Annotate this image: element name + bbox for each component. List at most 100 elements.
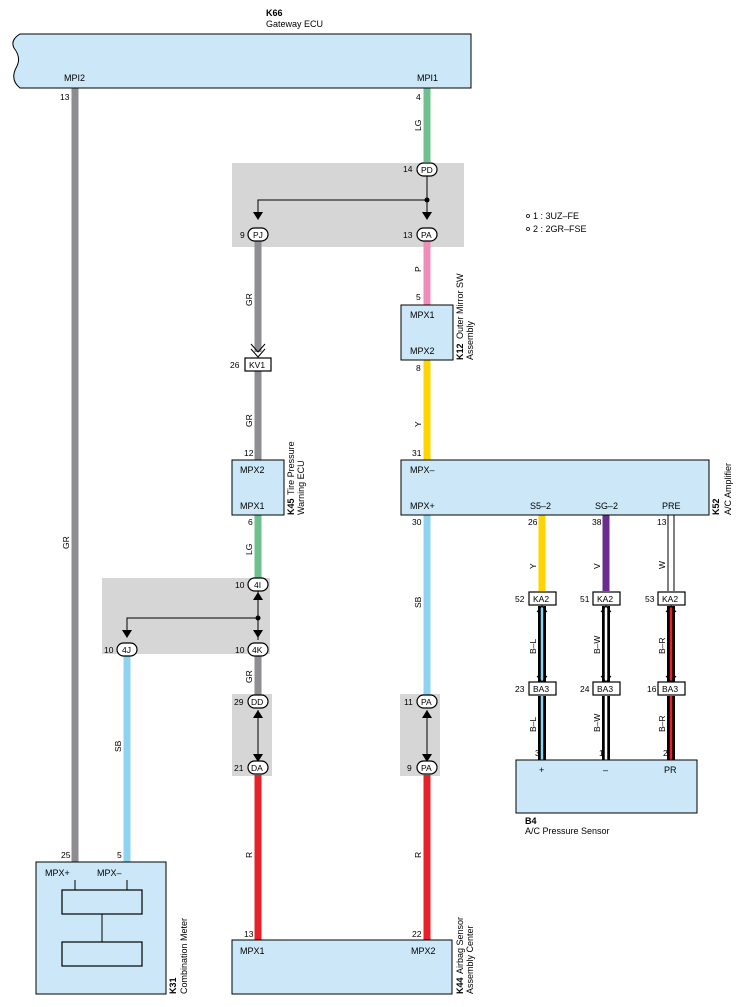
- ba3-label-2: BA3: [597, 684, 613, 694]
- mirror-pin-top: MPX1: [410, 310, 435, 320]
- tire-pressure-warning-ecu: 12 MPX2 MPX1 6 K45 Tire Pressure Warning…: [231, 441, 306, 527]
- ac-num-s52: 26: [528, 517, 538, 527]
- connector-pd: 14 PD: [403, 162, 438, 177]
- wc-gr-b: GR: [244, 414, 254, 427]
- ac-name: A/C Amplifier: [723, 463, 733, 515]
- gateway-ecu: K66 Gateway ECU MPI2 MPI1 13 4: [12, 8, 472, 102]
- junction-pa-pair-lines: [422, 710, 432, 762]
- wc-y-s52: Y: [528, 563, 538, 569]
- meter-pin-minus: MPX–: [97, 868, 122, 878]
- tpw-num-top: 12: [244, 448, 254, 458]
- meter-name: Combination Meter: [179, 918, 189, 994]
- ka2-label-2: KA2: [597, 594, 613, 604]
- ac-pin-mpxp: MPX+: [410, 501, 435, 511]
- junction-mid-lines: [122, 590, 263, 640]
- ka2-label-1: KA2: [533, 594, 549, 604]
- mirror-name-1: Outer Mirror SW: [455, 273, 465, 339]
- gateway-id: K66: [266, 8, 283, 18]
- ac-pressure-sensor: 3 1 2 + – PR B4 A/C Pressure Sensor: [515, 748, 698, 836]
- airbag-num-2: 22: [412, 929, 422, 939]
- kv1-chevron-icon: [250, 343, 266, 358]
- tpw-pin-bottom: MPX1: [240, 501, 265, 511]
- dd-num: 29: [234, 697, 244, 707]
- meter-module-upper: [61, 889, 143, 915]
- ac-num-top: 31: [412, 448, 422, 458]
- wc-bl-b: B–L: [528, 717, 538, 732]
- sensor-num-pr: 2: [663, 748, 668, 758]
- pd-num: 14: [403, 164, 413, 174]
- pa-lower-num: 9: [407, 763, 412, 773]
- tpw-num-bottom: 6: [248, 517, 253, 527]
- ac-pin-sg2: SG–2: [595, 501, 618, 511]
- airbag-pin-1: MPX1: [240, 946, 265, 956]
- ac-num-sg2: 38: [592, 517, 602, 527]
- sensor-pin-minus: –: [603, 765, 608, 775]
- wc-w-pre: W: [657, 561, 667, 569]
- wc-lg-mid: LG: [244, 544, 254, 555]
- wc-r-left: R: [244, 852, 254, 858]
- ka2-label-3: KA2: [662, 594, 678, 604]
- tpw-pin-top: MPX2: [240, 465, 265, 475]
- kv1-label: KV1: [249, 360, 265, 370]
- pa-label: PA: [421, 230, 432, 240]
- wc-gr-long: GR: [61, 536, 71, 549]
- 4i-num: 10: [235, 580, 245, 590]
- wc-p: P: [413, 266, 423, 272]
- connector-pj: 9 PJ: [240, 227, 269, 242]
- connector-da: 21 DA: [234, 760, 269, 775]
- note-2: 2 : 2GR–FSE: [533, 224, 587, 234]
- airbag-name-1: Airbag Sensor: [455, 917, 465, 974]
- mirror-num-top: 5: [416, 292, 421, 302]
- da-label: DA: [251, 763, 263, 773]
- connector-4i: 10 4I: [235, 577, 269, 592]
- connector-dd: 29 DD: [234, 694, 269, 709]
- airbag-sensor-assembly: 13 22 MPX1 MPX2 K44 Airbag Sensor Assemb…: [231, 917, 475, 995]
- 4i-label: 4I: [254, 580, 261, 590]
- ac-pin-mpxm: MPX–: [410, 465, 435, 475]
- pj-num: 9: [240, 230, 245, 240]
- tpw-name-2: Warning ECU: [296, 460, 306, 515]
- junction-block-mid: [102, 578, 270, 654]
- mirror-pin-bottom: MPX2: [410, 346, 435, 356]
- mirror-num-bottom: 8: [416, 363, 421, 373]
- wc-sb-mid: SB: [413, 596, 423, 608]
- 4k-num: 10: [235, 645, 245, 655]
- ka2-num-3: 53: [645, 594, 655, 604]
- ac-pin-s52: S5–2: [530, 501, 551, 511]
- mirror-name-2: Assembly: [465, 320, 475, 360]
- connector-kv1: 26 KV1: [230, 357, 272, 372]
- meter-pin-plus: MPX+: [45, 868, 70, 878]
- ba3-num-1: 23: [515, 684, 525, 694]
- wc-gr-a: GR: [244, 293, 254, 306]
- airbag-pin-2: MPX2: [411, 946, 436, 956]
- sensor-num-plus: 3: [535, 748, 540, 758]
- connector-4k: 10 4K: [235, 642, 269, 657]
- connector-pa-top: 13 PA: [403, 227, 438, 242]
- 4k-label: 4K: [252, 645, 263, 655]
- gateway-pin-num-13: 13: [60, 92, 70, 102]
- kv1-num: 26: [230, 360, 240, 370]
- gateway-pin-num-4: 4: [416, 92, 421, 102]
- airbag-id: K44: [455, 977, 465, 994]
- pa-lower-label: PA: [421, 763, 432, 773]
- wc-br-a: B–R: [657, 637, 667, 654]
- 4j-label: 4J: [122, 645, 131, 655]
- ac-id: K52: [711, 498, 721, 515]
- mirror-id: K12: [455, 343, 465, 360]
- gateway-pin-mpi1: MPI1: [417, 73, 438, 83]
- meter-num-plus: 25: [61, 850, 71, 860]
- wc-bw-b: B–W: [592, 714, 602, 732]
- tpw-id: K45: [286, 498, 296, 515]
- connector-pa-lower: 9 PA: [407, 760, 438, 775]
- meter-id: K31: [168, 977, 178, 994]
- sensor-name: A/C Pressure Sensor: [525, 826, 610, 836]
- da-num: 21: [234, 763, 244, 773]
- ka2-num-1: 52: [515, 594, 525, 604]
- wc-lg-top: LG: [413, 120, 423, 131]
- sensor-pin-plus: +: [539, 765, 544, 775]
- sensor-id: B4: [525, 816, 537, 826]
- ba3-num-2: 24: [580, 684, 590, 694]
- airbag-num-1: 13: [244, 929, 254, 939]
- wire-labels: LG P GR GR Y LG GR GR SB SB Y V W B–L B–…: [61, 120, 667, 858]
- wc-y-mirror: Y: [413, 421, 423, 427]
